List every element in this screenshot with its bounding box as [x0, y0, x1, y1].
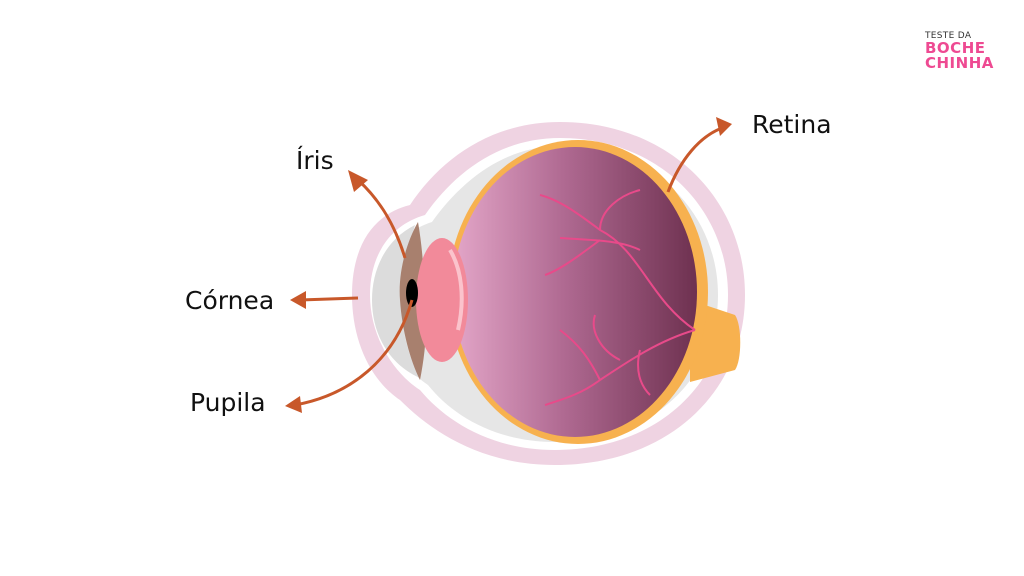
iris-arrow: [356, 178, 407, 259]
logo-line3: CHINHA: [925, 54, 994, 72]
retina-arrow: [666, 125, 726, 193]
pupil-arrow: [294, 299, 414, 407]
arrows: [294, 125, 726, 407]
eyeball-interior: [453, 147, 697, 437]
brand-logo: TESTE DA BOCHE CHINHA: [925, 32, 994, 71]
cornea-arrow: [299, 296, 359, 302]
blood-vessels: [539, 189, 696, 406]
pupil: [406, 279, 418, 307]
label-cornea: Córnea: [185, 286, 275, 315]
label-retina: Retina: [752, 110, 832, 139]
logo-line1: TESTE DA: [925, 31, 972, 41]
label-iris: Íris: [296, 146, 334, 175]
label-pupil: Pupila: [190, 388, 266, 417]
lens: [416, 238, 468, 362]
logo-line2: BOCHE: [925, 39, 986, 57]
cornea: [372, 225, 420, 378]
